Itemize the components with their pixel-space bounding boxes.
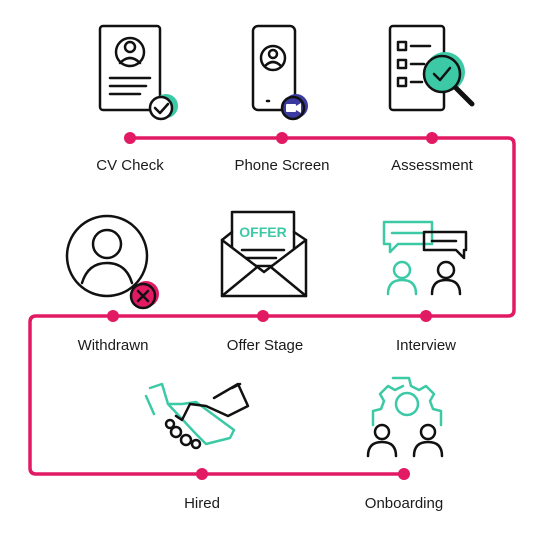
node-offer-stage [257,310,269,322]
process-path [28,136,516,476]
node-cv-check [124,132,136,144]
offer-icon-text: OFFER [239,224,286,240]
stage-label-phone-screen: Phone Screen [234,157,330,174]
assessment-icon [388,24,475,112]
node-withdrawn [107,310,119,322]
stage-label-onboarding: Onboarding [364,495,444,512]
stage-label-offer-stage: Offer Stage [226,337,304,354]
onboarding-icon [366,376,444,458]
node-phone-screen [276,132,288,144]
cv-check-icon [98,24,178,121]
node-onboarding [398,468,410,480]
withdrawn-icon [65,214,159,310]
stage-label-cv-check: CV Check [96,157,164,174]
node-interview [420,310,432,322]
node-assessment [426,132,438,144]
interview-icon [382,220,468,296]
stage-label-withdrawn: Withdrawn [77,337,149,354]
stage-label-interview: Interview [395,337,457,354]
stage-label-hired: Hired [184,495,220,512]
phone-screen-icon [251,24,308,121]
stage-label-assessment: Assessment [391,157,473,174]
offer-icon: OFFER [220,210,308,298]
node-hired [196,468,208,480]
handshake-icon [144,382,250,450]
